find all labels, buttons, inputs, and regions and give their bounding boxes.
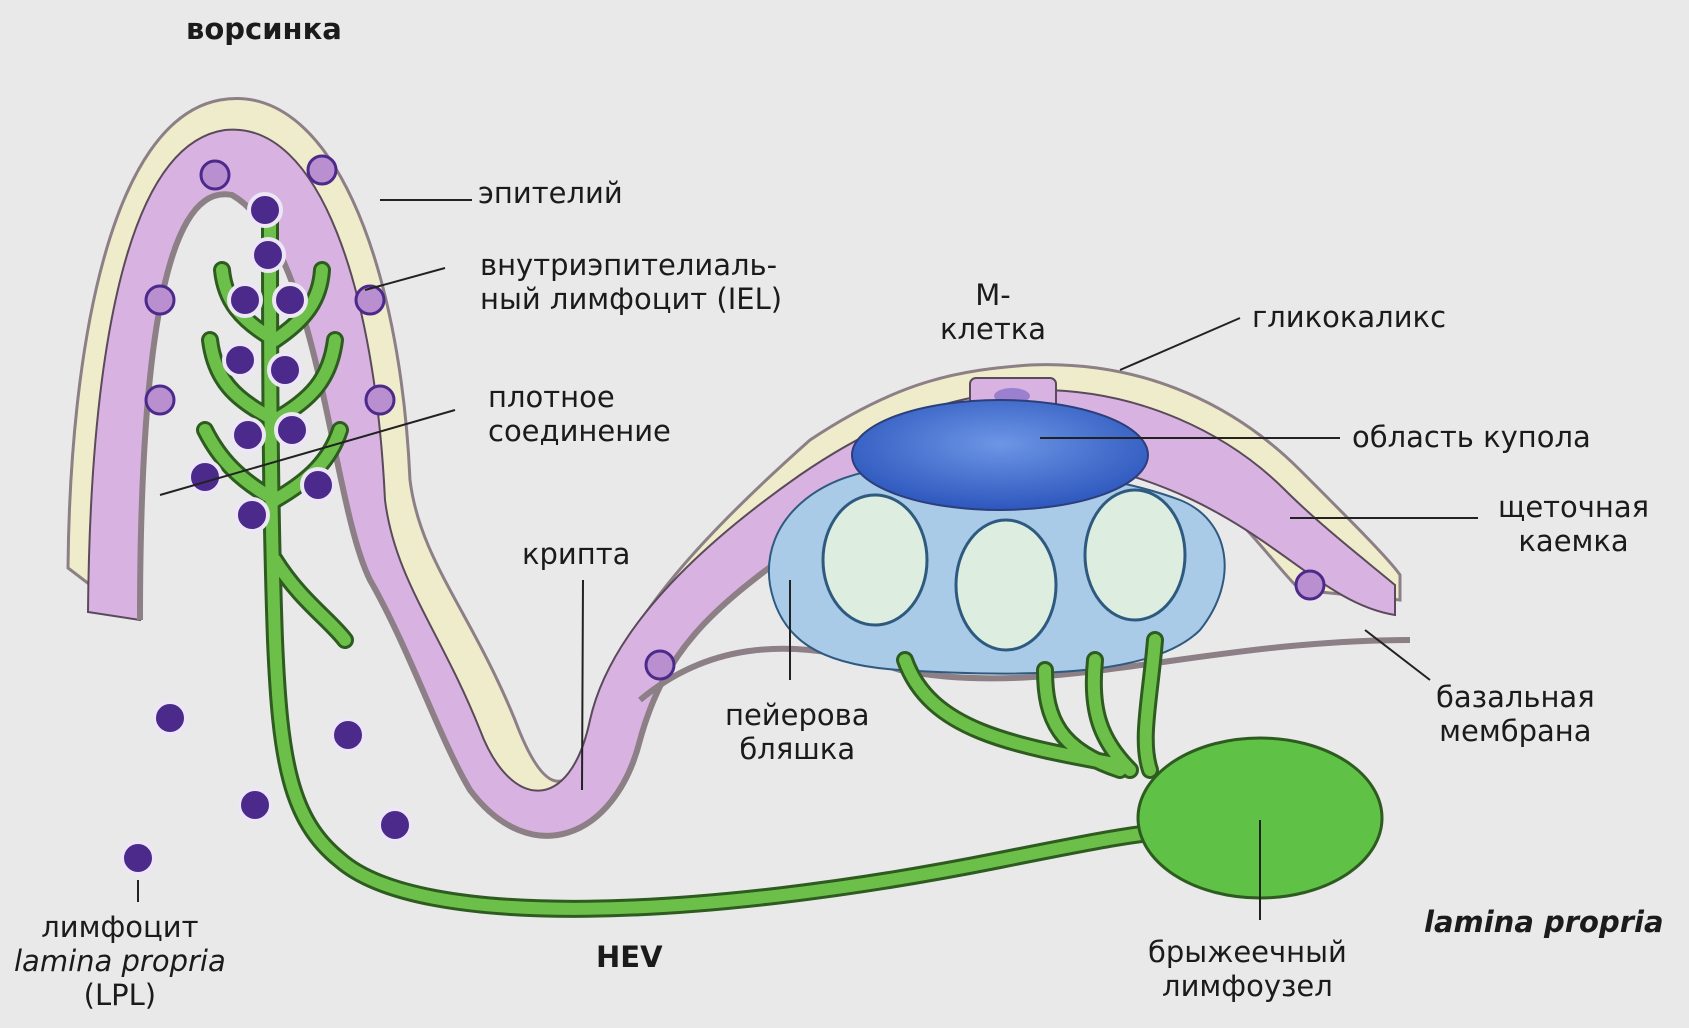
tight-junction-label-line-2: соединение: [488, 414, 671, 448]
germinal-center-2: [956, 520, 1056, 650]
m-cell-label-line-2: клетка: [940, 312, 1046, 346]
glycocalyx-label: гликокаликс: [1252, 300, 1446, 334]
lpl-label-line-3: (LPL): [14, 978, 226, 1012]
iel-label-line-2: ный лимфоцит (IEL): [480, 282, 782, 316]
tight-junction-label: плотное соединение: [488, 380, 671, 448]
basal-membrane-label: базальная мембрана: [1436, 680, 1595, 748]
crypt-label: крипта: [522, 537, 630, 571]
lamina-propria-lymphocytes: [122, 702, 411, 874]
peyers-patch-label-line-1: пейерова: [725, 698, 870, 732]
iel-label: внутриэпителиаль- ный лимфоцит (IEL): [480, 248, 782, 316]
basal-membrane-label-line-2: мембрана: [1436, 714, 1595, 748]
m-cell-label: М- клетка: [940, 278, 1046, 346]
mesenteric-node-label-line-2: лимфоузел: [1148, 969, 1347, 1003]
villus-label: ворсинка: [186, 12, 342, 46]
epithelium-label: эпителий: [478, 176, 623, 210]
lpl-label-line-2: lamina propria: [14, 944, 226, 978]
germinal-center-3: [1085, 490, 1185, 620]
peyers-patch-label: пейерова бляшка: [725, 698, 870, 766]
iel-label-line-1: внутриэпителиаль-: [480, 248, 782, 282]
dome-area-label: область купола: [1352, 420, 1591, 454]
brush-border-label-line-1: щеточная: [1498, 490, 1649, 524]
brush-border-label: щеточная каемка: [1498, 490, 1649, 558]
lamina-propria-label: lamina propria: [1424, 905, 1664, 939]
brush-border-label-line-2: каемка: [1498, 524, 1649, 558]
tight-junction-label-line-1: плотное: [488, 380, 671, 414]
lpl-label: лимфоцит lamina propria (LPL): [14, 910, 226, 1013]
basal-membrane-label-line-1: базальная: [1436, 680, 1595, 714]
mesenteric-node-label-line-1: брыжеечный: [1148, 935, 1347, 969]
dome-area: [852, 400, 1148, 510]
peyers-patch-label-line-2: бляшка: [725, 732, 870, 766]
mesenteric-node-label: брыжеечный лимфоузел: [1148, 935, 1347, 1003]
germinal-center-1: [823, 495, 927, 625]
m-cell-label-line-1: М-: [940, 278, 1046, 312]
hev-label: HEV: [596, 940, 663, 974]
lpl-label-line-1: лимфоцит: [14, 910, 226, 944]
